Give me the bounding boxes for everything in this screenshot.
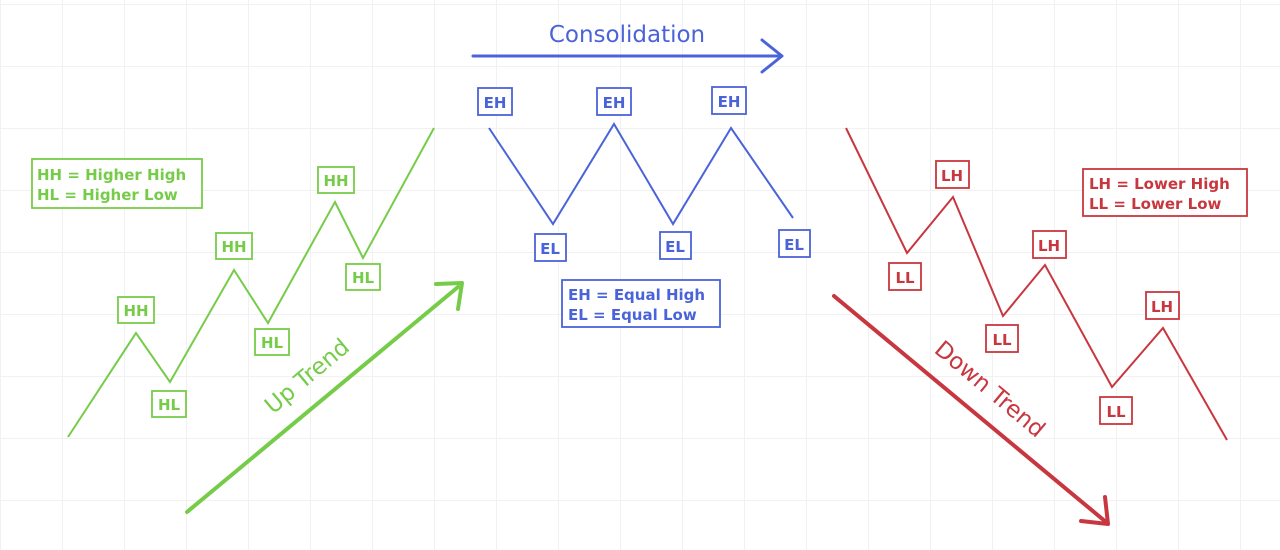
downtrend-legend: LH = Lower High LL = Lower Low (1082, 168, 1248, 217)
svg-text:EH = Equal High: EH = Equal High (568, 286, 705, 304)
svg-text:HH = Higher High: HH = Higher High (37, 166, 186, 184)
svg-text:EH: EH (718, 93, 741, 111)
downtrend-arrow (832, 294, 1110, 526)
downtrend-lh-label: LH (1032, 230, 1067, 259)
svg-text:EL: EL (665, 238, 685, 256)
svg-text:LL: LL (895, 269, 915, 287)
uptrend-hl-label: HL (151, 390, 187, 418)
svg-text:EL: EL (540, 240, 560, 258)
svg-text:LH: LH (1151, 298, 1173, 316)
svg-text:HL: HL (261, 334, 284, 352)
downtrend-ll-label: LL (1099, 396, 1133, 425)
uptrend-hh-label: HH (317, 166, 355, 194)
svg-text:HL = Higher Low: HL = Higher Low (37, 186, 178, 204)
svg-text:LL: LL (1106, 403, 1126, 421)
svg-text:HL: HL (158, 396, 181, 414)
svg-text:LH = Lower High: LH = Lower High (1089, 175, 1230, 193)
svg-text:HH: HH (123, 302, 148, 320)
consolidation-price-line (488, 122, 794, 226)
svg-text:EH: EH (484, 94, 507, 112)
consolidation-eh-label: EH (596, 87, 632, 116)
uptrend-hl-label: HL (254, 328, 290, 356)
uptrend-price-line (67, 127, 435, 438)
svg-text:EL: EL (784, 236, 804, 254)
consolidation-arrow (471, 38, 784, 74)
uptrend-hh-label: HH (117, 296, 155, 324)
downtrend-price-line (845, 127, 1228, 441)
consolidation-el-label: EL (534, 233, 567, 262)
uptrend-legend: HH = Higher High HL = Higher Low (31, 158, 203, 209)
downtrend-lh-label: LH (935, 160, 970, 189)
consolidation-el-label: EL (778, 229, 811, 258)
uptrend-hh-label: HH (215, 232, 253, 260)
consolidation-legend: EH = Equal High EL = Equal Low (561, 279, 721, 328)
svg-text:LH: LH (941, 167, 963, 185)
consolidation-el-label: EL (659, 231, 692, 260)
consolidation-eh-label: EH (477, 87, 513, 116)
svg-text:HH: HH (221, 238, 246, 256)
svg-text:EH: EH (603, 94, 626, 112)
uptrend-hl-label: HL (345, 263, 381, 291)
consolidation-title: Consolidation (549, 22, 705, 48)
downtrend-ll-label: LL (985, 324, 1019, 353)
uptrend-arrow (185, 281, 464, 514)
consolidation-eh-label: EH (711, 86, 747, 115)
svg-text:HH: HH (323, 172, 348, 190)
downtrend-lh-label: LH (1145, 291, 1180, 320)
downtrend-ll-label: LL (888, 262, 922, 291)
svg-text:LH: LH (1038, 237, 1060, 255)
svg-text:HL: HL (352, 269, 375, 287)
svg-text:LL: LL (992, 331, 1012, 349)
svg-text:LL = Lower Low: LL = Lower Low (1089, 195, 1222, 213)
svg-text:EL = Equal Low: EL = Equal Low (568, 306, 697, 324)
